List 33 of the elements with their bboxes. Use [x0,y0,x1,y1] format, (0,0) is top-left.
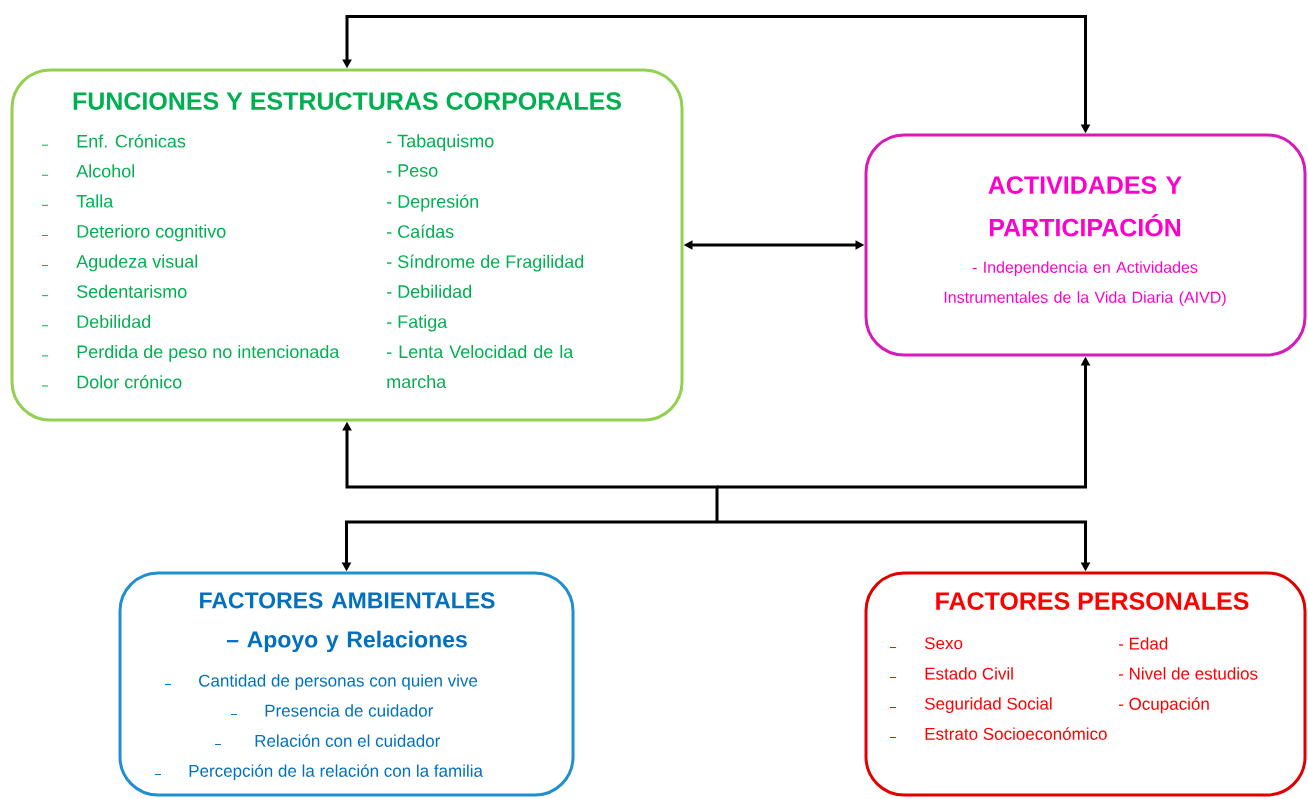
list-item: - Peso [387,164,438,177]
list-item: - Nivel de estudios [1118,667,1258,680]
heading: ACTIVIDADES Y PARTICIPACIÓN [988,176,1182,237]
list-item: Relación con el cuidador [255,734,441,747]
list-item: Perdida de peso no intencionada [77,344,340,362]
list-item: Percepción de la relación con la familia [189,764,483,781]
list-item: Estado Civil [925,667,1013,680]
list-item: - Síndrome de Fragilidad [387,254,584,272]
list-item: - Independencia en Actividades Instrumentales de la Vida Diaria (AIVD) [944,261,1226,307]
list-item: Sedentarismo [77,284,187,298]
heading: FUNCIONES Y ESTRUCTURAS CORPORALES [73,92,621,110]
list-item: - Lenta Velocidad de la marcha [387,344,574,389]
list-item: Talla [76,194,114,208]
list-item: Alcohol [76,164,135,178]
list-item: Presencia de cuidador [265,704,434,717]
list-item: Seguridad Social [925,697,1052,714]
list-item: Enf. Crónicas [77,134,186,148]
list-item: Deterioro cognitivo [77,224,226,242]
list-item: - Fatiga [387,314,448,332]
list-item: Dolor crónico [77,375,182,389]
list-item: - Depresión [387,194,479,212]
list-item: Agudeza visual [76,254,198,272]
list-item: Sexo [925,637,963,650]
list-item: Cantidad de personas con quien vive [199,674,478,691]
list-item: - Debilidad [387,284,472,298]
list-item: - Caídas [387,224,454,238]
heading: FACTORES AMBIENTALES – Apoyo y Relaciones [200,592,495,653]
list-item: Debilidad [77,314,151,328]
heading: FACTORES PERSONALES [936,592,1249,610]
list-item: - Edad [1118,637,1168,650]
list-item: - Tabaquismo [387,134,494,151]
list-item: Estrato Socioeconómico [925,727,1107,740]
list-item: - Ocupación [1118,697,1209,714]
